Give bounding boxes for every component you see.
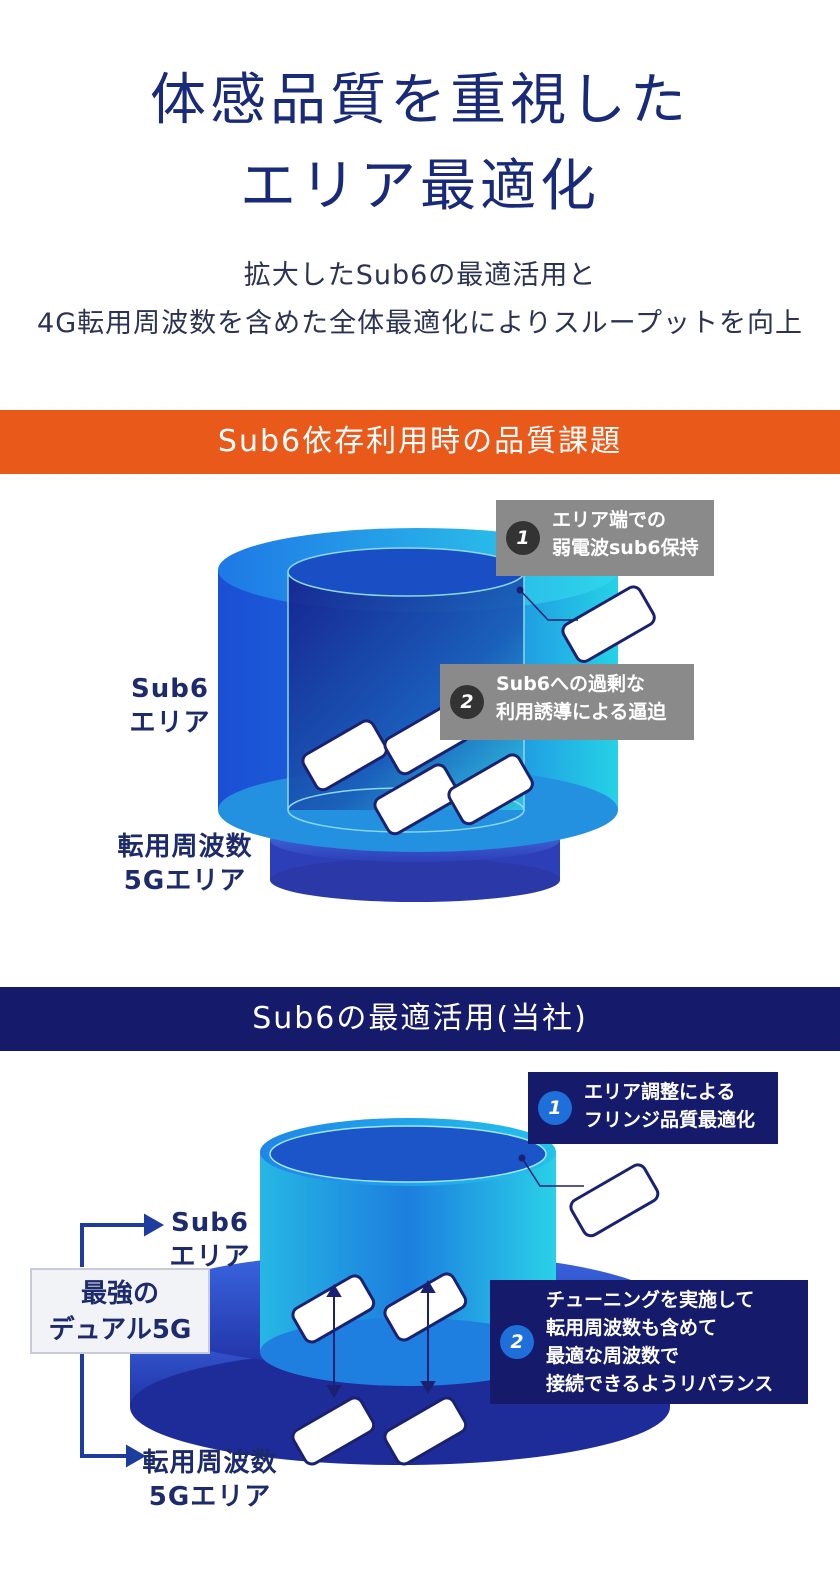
section1-diagram: Sub6 エリア 転用周波数 5Gエリア 1 エリア端での 弱電波sub6保持 … [0,480,840,980]
tenyo-area-label-line1: 転用周波数 [142,1448,278,1478]
dual-5g-bracket [80,1213,165,1468]
title-line-1: 体感品質を重視した [150,68,690,133]
sub6-area-label-line2: エリア [169,1242,251,1272]
callout-2: 2 チューニングを実施して 転用周波数も含めて 最適な周波数で 接続できるようリ… [490,1280,808,1404]
callout-number-badge: 2 [450,685,484,719]
tenyo-area-label-line1: 転用周波数 [117,832,253,862]
phone-icon [383,1396,468,1466]
section1-diagram-graphic [218,528,656,902]
page-title: 体感品質を重視した エリア最適化 [0,58,840,230]
callout-text: フリンジ品質最適化 [584,1109,756,1131]
callout-text: 接続できるようリバランス [546,1373,774,1395]
sub6-area-label-line2: エリア [129,708,211,738]
phone-icon [373,763,460,836]
callout-text: エリア調整による [584,1081,736,1103]
dual-5g-label: 最強の デュアル5G [30,1268,210,1354]
callout-text: 利用誘導による逼迫 [496,701,667,723]
callout-number-badge: 1 [538,1091,572,1125]
rebalance-arrows [326,1280,436,1398]
callout-number-badge: 2 [500,1325,534,1359]
phone-icon [383,1272,468,1342]
title-line-2: エリア最適化 [240,154,600,219]
callout-2: 2 Sub6への過剰な 利用誘導による逼迫 [440,664,694,740]
section1-heading: Sub6依存利用時の品質課題 [0,410,840,474]
tenyo-area-label-line2: 5Gエリア [148,1482,272,1512]
callout-1: 1 エリア端での 弱電波sub6保持 [496,500,714,576]
subtitle-line-2: 4G転用周波数を含めた全体最適化によりスループットを向上 [37,308,803,339]
phone-icon [291,1396,376,1466]
sub6-area-label: Sub6 エリア [150,1206,270,1274]
callout-text: Sub6への過剰な [496,673,646,695]
page-subtitle: 拡大したSub6の最適活用と 4G転用周波数を含めた全体最適化によりスループット… [0,252,840,348]
tenyo-area-label-line2: 5Gエリア [123,866,247,896]
phone-icon [447,753,534,826]
callout-1: 1 エリア調整による フリンジ品質最適化 [528,1072,778,1144]
sub6-area-label-line1: Sub6 [171,1208,249,1238]
callout-text: 転用周波数も含めて [546,1317,718,1339]
section2-diagram: Sub6 エリア 転用周波数 5Gエリア 最強の デュアル5G 1 エリア調整に… [0,1052,840,1590]
sub6-area-label: Sub6 エリア [110,672,230,740]
subtitle-line-1: 拡大したSub6の最適活用と [243,260,597,291]
tenyo-area-label: 転用周波数 5Gエリア [105,830,265,898]
callout-text: エリア端での [552,509,667,531]
sub6-area-label-line1: Sub6 [131,674,209,704]
phone-icon [561,585,656,663]
tenyo-area-label: 転用周波数 5Gエリア [130,1446,290,1514]
phone-icon [301,719,388,792]
callout-text: チューニングを実施して [546,1289,755,1311]
callout-leader-line [521,1157,584,1187]
callout-text: 弱電波sub6保持 [552,537,699,559]
phone-icon [569,1163,660,1238]
dual-5g-label-line2: デュアル5G [48,1315,192,1345]
section2-heading: Sub6の最適活用(当社) [0,987,840,1051]
dual-5g-label-line1: 最強の [80,1279,159,1309]
callout-leader-line [519,589,578,621]
callout-number-badge: 1 [506,521,540,555]
callout-text: 最適な周波数で [546,1345,680,1367]
